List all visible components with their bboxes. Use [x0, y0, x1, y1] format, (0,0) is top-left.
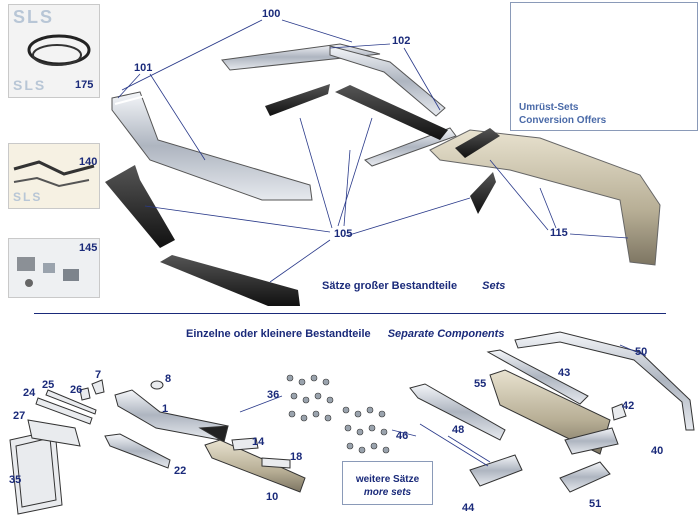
seal-roll-illustration: [27, 34, 91, 66]
part-40[interactable]: 40: [651, 445, 664, 457]
thumbnail-140[interactable]: SLS 140: [8, 143, 100, 209]
part-10[interactable]: 10: [266, 491, 279, 503]
label-105[interactable]: 105: [334, 228, 353, 240]
leader-lines-top: [117, 19, 629, 283]
sls-logo-140: SLS: [13, 190, 43, 204]
sets-caption-en: Sets: [482, 280, 506, 292]
more-sets-de: weitere Sätze: [355, 474, 420, 485]
brackets-illustration: [13, 160, 95, 188]
part-35[interactable]: 35: [9, 474, 22, 486]
part-18[interactable]: 18: [290, 451, 303, 463]
part-24[interactable]: 24: [23, 387, 36, 399]
separate-parts-drawings: [9, 331, 695, 515]
label-101[interactable]: 101: [134, 62, 153, 74]
separate-caption: Einzelne oder kleinere Bestandteile Sepa…: [186, 328, 504, 340]
label-115[interactable]: 115: [550, 227, 568, 239]
part-48[interactable]: 48: [452, 424, 465, 436]
part-36[interactable]: 36: [267, 389, 280, 401]
sets-caption-de: Sätze großer Bestandteile: [322, 280, 458, 292]
thumbnail-140-number: 140: [79, 156, 98, 168]
part-22[interactable]: 22: [174, 465, 187, 477]
conversion-offers-en: Conversion Offers: [519, 115, 607, 126]
thumbnail-145[interactable]: 145: [8, 238, 100, 298]
part-25[interactable]: 25: [42, 379, 55, 391]
chrome-strip-102: [329, 45, 457, 167]
sls-logo-top: SLS: [13, 7, 55, 27]
sls-logo-bottom: SLS: [13, 77, 47, 93]
part-46[interactable]: 46: [396, 430, 409, 442]
conversion-offers-de: Umrüst-Sets: [519, 102, 579, 113]
part-14[interactable]: 14: [252, 436, 265, 448]
separate-caption-en: Separate Components: [387, 328, 505, 340]
label-102[interactable]: 102: [392, 35, 411, 47]
part-27[interactable]: 27: [13, 410, 26, 422]
more-sets-box[interactable]: weitere Sätze more sets: [342, 461, 433, 505]
part-43[interactable]: 43: [558, 367, 571, 379]
thumbnail-175[interactable]: SLS SLS 175: [8, 4, 100, 98]
rubber-strips-105: [105, 84, 496, 306]
part-55[interactable]: 55: [474, 378, 487, 390]
section-divider: [34, 313, 666, 314]
conversion-offers-label: Umrüst-Sets Conversion Offers: [519, 101, 606, 127]
part-8[interactable]: 8: [165, 373, 172, 385]
part-51[interactable]: 51: [589, 498, 602, 510]
conversion-offers-box[interactable]: Umrüst-Sets Conversion Offers: [510, 2, 698, 131]
part-7[interactable]: 7: [95, 369, 102, 381]
sets-caption: Sätze großer Bestandteile Sets: [322, 280, 505, 292]
separate-caption-de: Einzelne oder kleinere Bestandteile: [186, 328, 371, 340]
label-100[interactable]: 100: [262, 8, 281, 20]
thumbnail-145-number: 145: [79, 242, 98, 254]
rear-bumper-115: [429, 128, 661, 266]
fastener-set-46: [342, 406, 390, 454]
part-44[interactable]: 44: [462, 502, 475, 514]
front-chrome-bumper-101: [111, 91, 313, 201]
more-sets-en: more sets: [363, 487, 412, 498]
part-50[interactable]: 50: [635, 346, 648, 358]
thumbnail-175-number: 175: [75, 79, 94, 91]
leader-lines-bottom: [239, 344, 647, 467]
part-1[interactable]: 1: [162, 403, 169, 415]
hardware-illustration: [17, 257, 79, 287]
fastener-set-36: [286, 374, 334, 422]
part-42[interactable]: 42: [622, 400, 635, 412]
part-26[interactable]: 26: [70, 384, 83, 396]
